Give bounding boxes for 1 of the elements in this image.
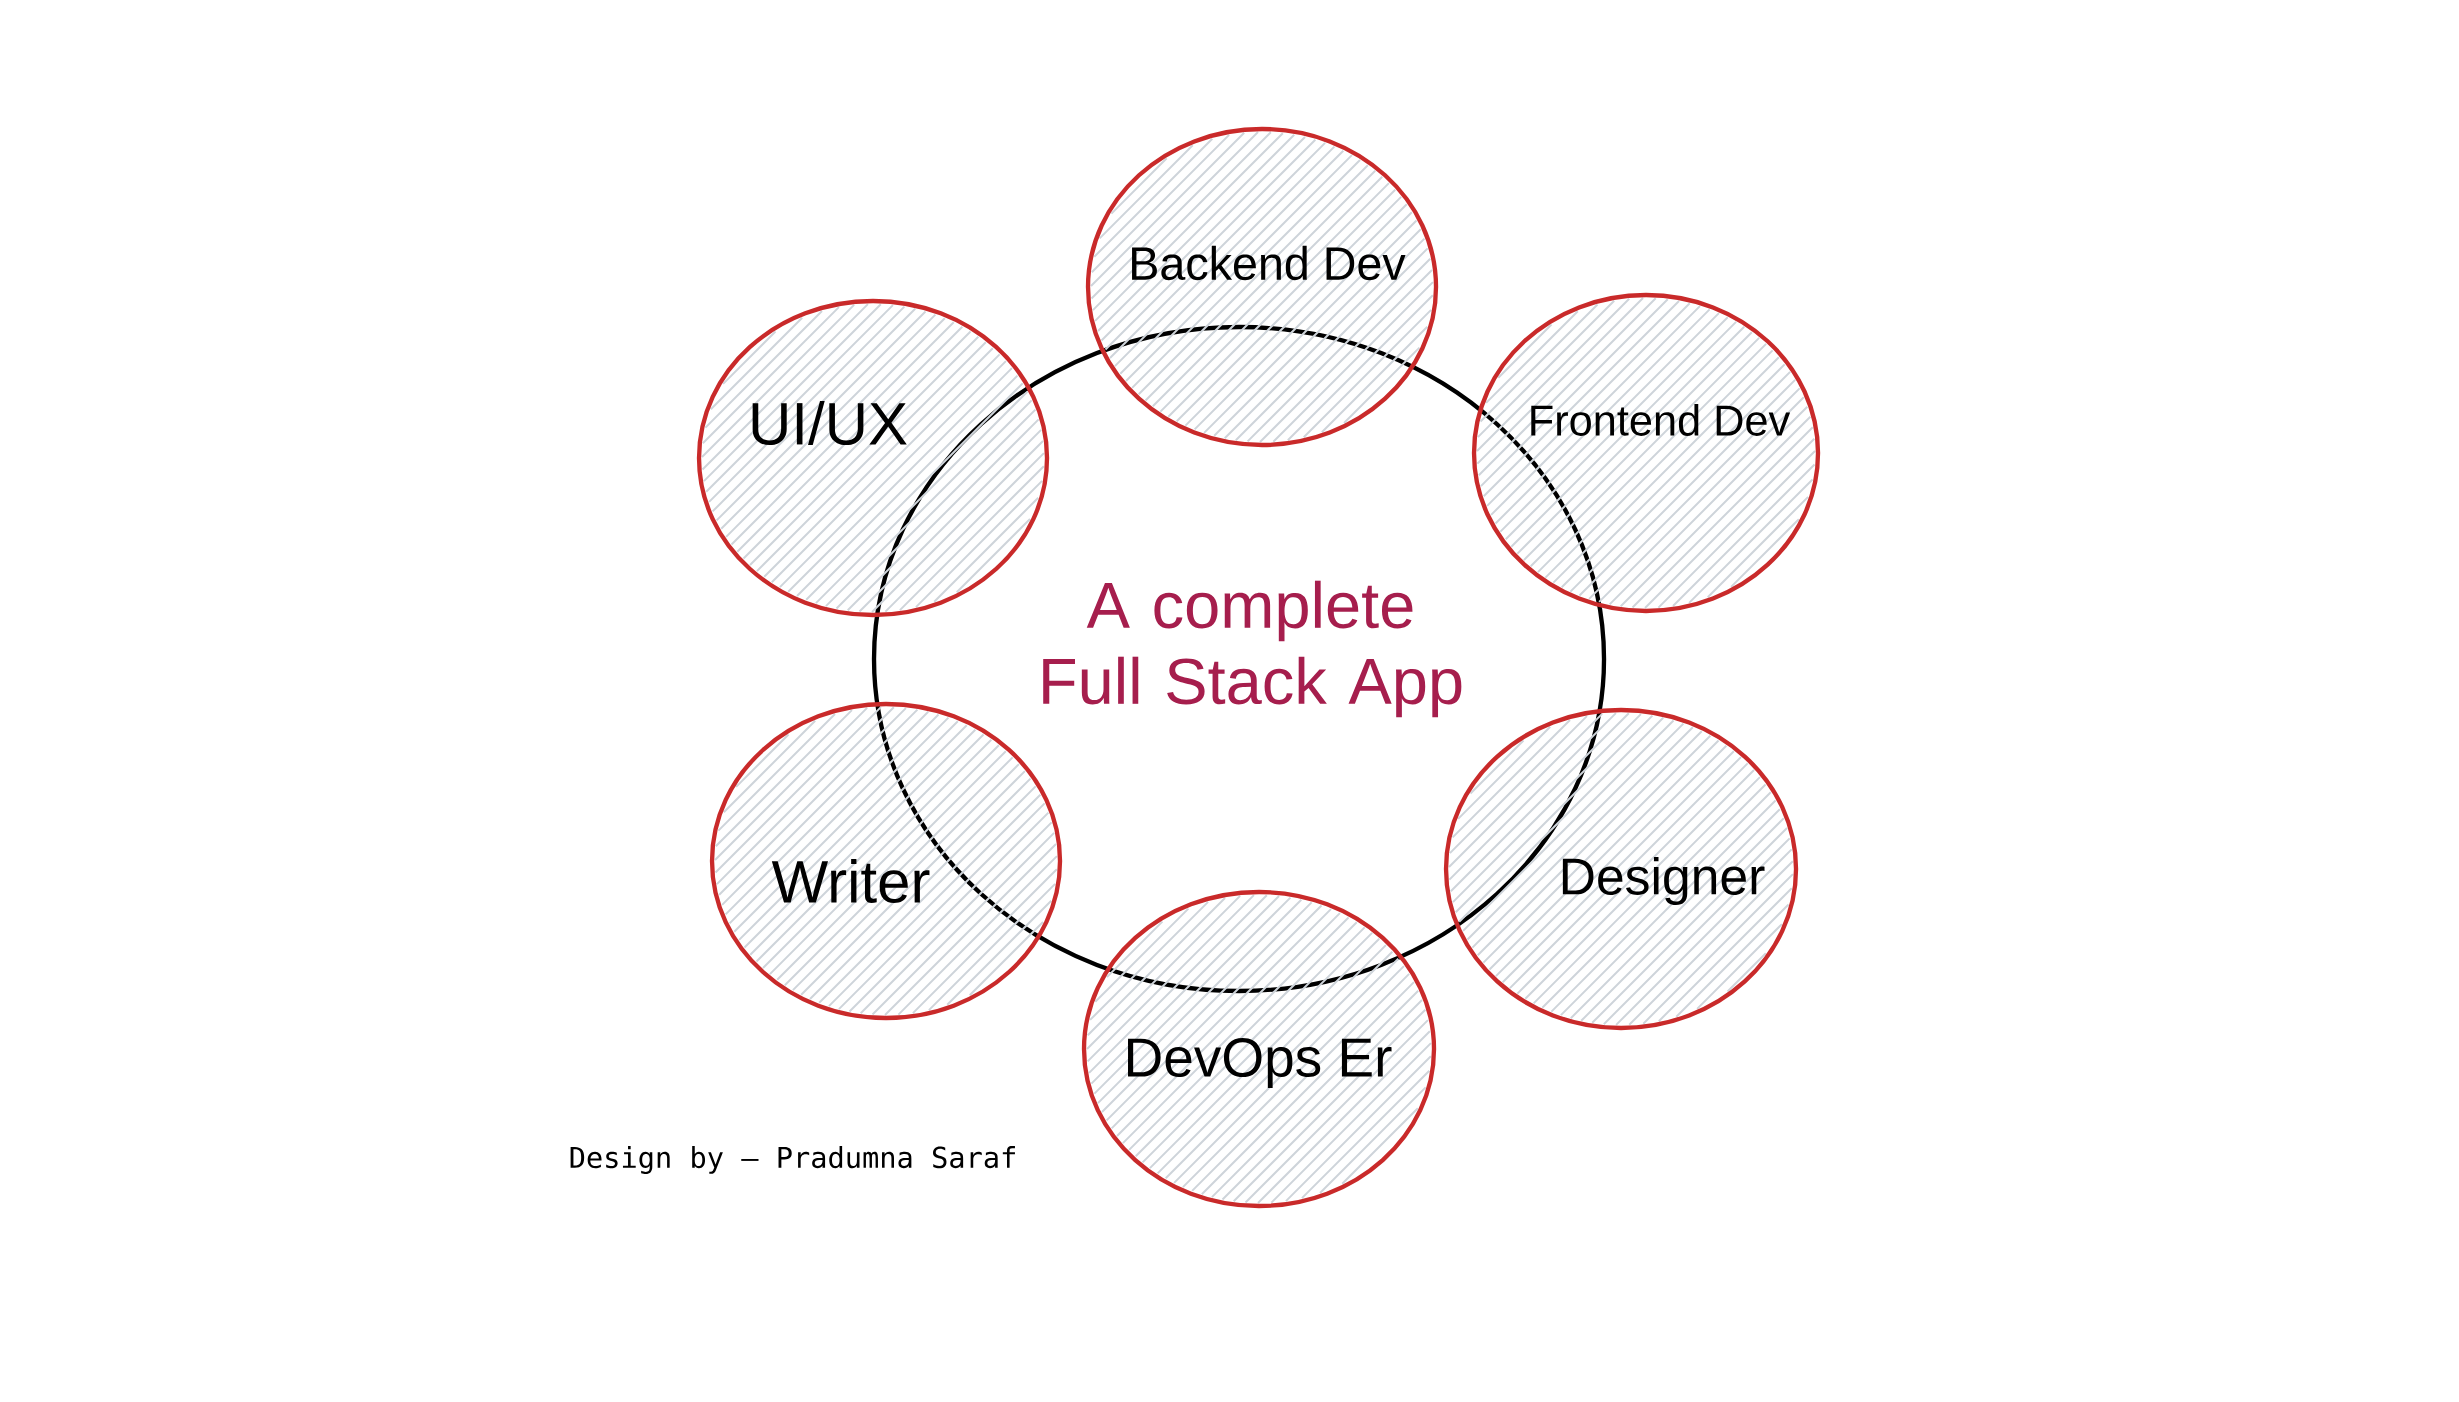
credit-text: Design by – Pradumna Saraf xyxy=(570,1146,1015,1174)
